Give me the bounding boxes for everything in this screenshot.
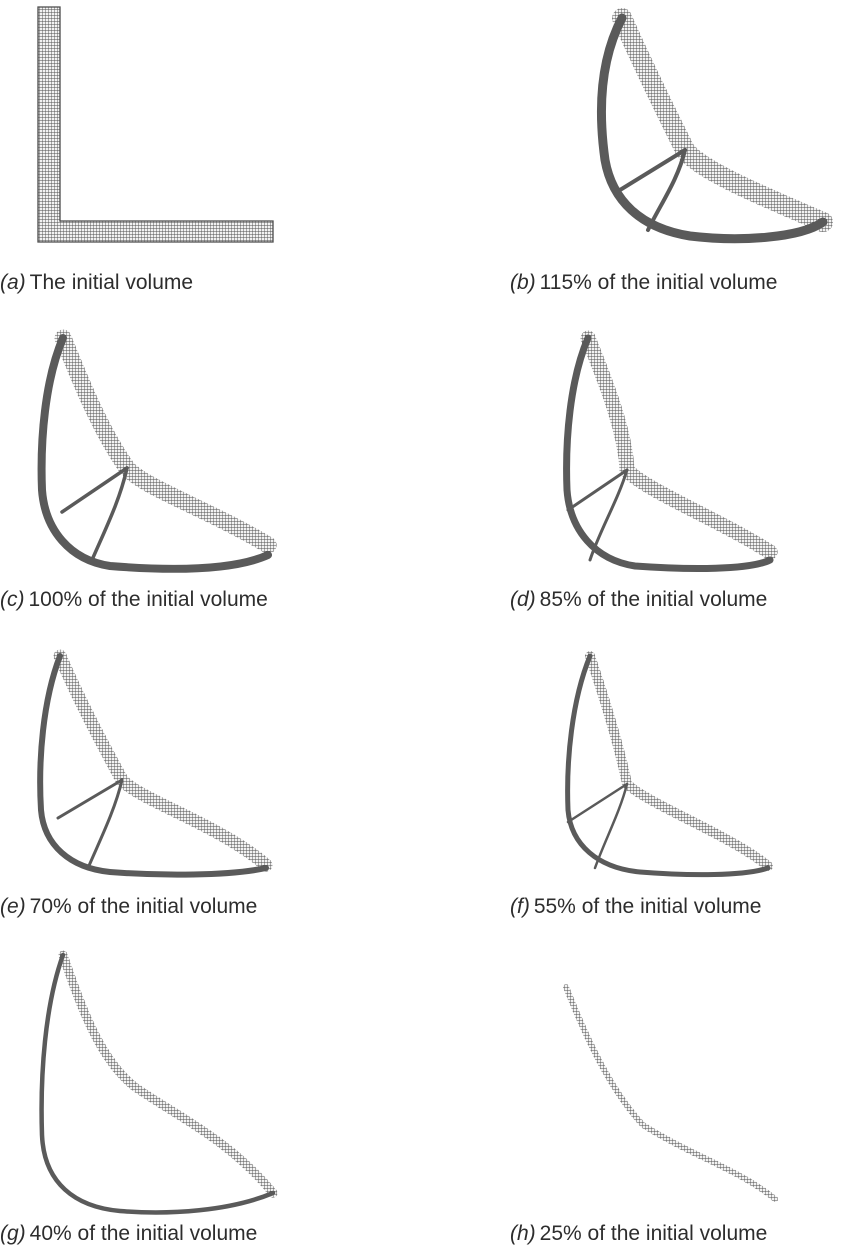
caption-label: (a) bbox=[0, 271, 26, 294]
caption-text: The initial volume bbox=[29, 271, 194, 294]
caption-text: 115% of the initial volume bbox=[539, 271, 778, 294]
mesh-image-a bbox=[37, 6, 274, 243]
figure-d: (d)85% of the initial volume bbox=[0, 320, 847, 612]
mesh-image-e bbox=[37, 649, 273, 878]
figure-a: (a)The initial volume bbox=[0, 0, 420, 310]
caption-g: (g)40% of the initial volume bbox=[0, 1222, 257, 1246]
mesh-image-f bbox=[565, 651, 773, 878]
figure-f: (f)55% of the initial volume bbox=[0, 640, 847, 930]
caption-text: 25% of the initial volume bbox=[539, 1222, 768, 1245]
caption-label: (e) bbox=[0, 895, 26, 918]
figure-e: (e)70% of the initial volume bbox=[0, 640, 420, 930]
figure-b: (b)115% of the initial volume bbox=[0, 0, 847, 310]
caption-label: (c) bbox=[0, 588, 25, 611]
caption-label: (f) bbox=[510, 895, 530, 918]
caption-label: (d) bbox=[510, 588, 536, 611]
mesh-image-g bbox=[39, 950, 278, 1215]
caption-e: (e)70% of the initial volume bbox=[0, 895, 257, 919]
caption-label: (g) bbox=[0, 1222, 26, 1245]
mesh-image-h bbox=[563, 984, 778, 1202]
caption-text: 55% of the initial volume bbox=[533, 895, 762, 918]
caption-d: (d)85% of the initial volume bbox=[510, 588, 767, 612]
caption-text: 70% of the initial volume bbox=[29, 895, 258, 918]
mesh-image-b bbox=[596, 8, 833, 244]
caption-b: (b)115% of the initial volume bbox=[510, 271, 777, 295]
figure-g: (g)40% of the initial volume bbox=[0, 945, 420, 1260]
caption-text: 85% of the initial volume bbox=[539, 588, 768, 611]
figure-c: (c)100% of the initial volume bbox=[0, 320, 420, 612]
mesh-image-c bbox=[37, 329, 277, 573]
caption-h: (h)25% of the initial volume bbox=[510, 1222, 767, 1246]
caption-text: 40% of the initial volume bbox=[29, 1222, 258, 1245]
figure-h: (h)25% of the initial volume bbox=[0, 945, 847, 1260]
caption-a: (a)The initial volume bbox=[0, 271, 193, 295]
caption-text: 100% of the initial volume bbox=[28, 588, 268, 611]
caption-label: (h) bbox=[510, 1222, 536, 1245]
caption-label: (b) bbox=[510, 271, 536, 294]
mesh-image-d bbox=[563, 330, 778, 572]
caption-f: (f)55% of the initial volume bbox=[510, 895, 761, 919]
caption-c: (c)100% of the initial volume bbox=[0, 588, 268, 612]
